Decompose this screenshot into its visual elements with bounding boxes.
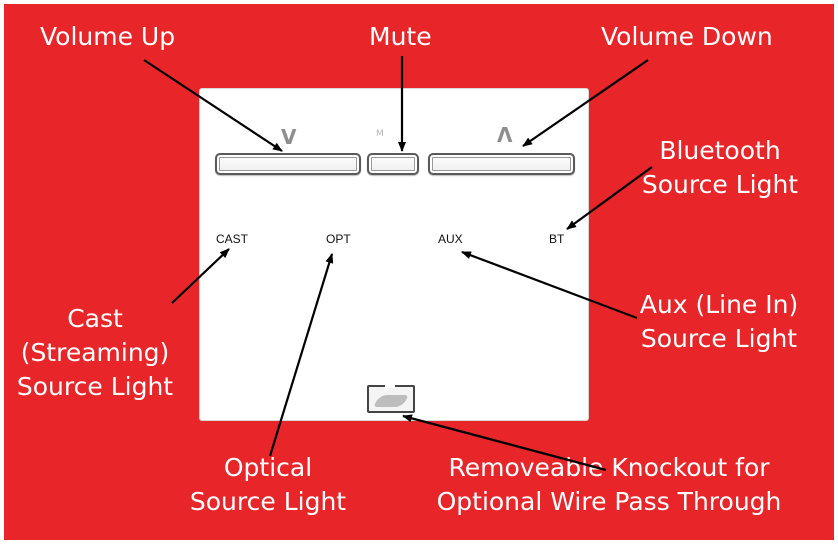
callout-mute: Mute	[369, 22, 432, 51]
bluetooth-source-light: BT	[549, 232, 565, 246]
arrow-bluetooth	[566, 166, 653, 230]
callout-cast: Cast (Streaming) Source Light	[16, 304, 174, 401]
callout-knockout: Removeable Knockout for Optional Wire Pa…	[436, 453, 782, 516]
volume-down-button[interactable]	[428, 153, 575, 175]
volume-down-chevron-icon: Λ	[497, 123, 513, 147]
mute-glyph: M	[376, 129, 384, 139]
cast-source-light: CAST	[216, 232, 249, 246]
volume-up-button[interactable]	[215, 153, 361, 175]
callout-optical: Optical Source Light	[189, 453, 347, 516]
callout-volume-down: Volume Down	[601, 22, 773, 51]
callout-volume-up: Volume Up	[40, 22, 176, 51]
arrow-optical	[268, 253, 334, 457]
arrow-volume-up	[143, 59, 283, 152]
mute-button[interactable]	[367, 153, 419, 175]
knockout-notch	[385, 384, 395, 388]
optical-source-light: OPT	[326, 232, 351, 246]
wire-knockout	[367, 384, 415, 413]
arrow-volume-down	[522, 59, 649, 147]
arrow-cast	[171, 248, 230, 304]
callout-bluetooth: Bluetooth Source Light	[641, 136, 799, 199]
arrow-knockout	[402, 414, 607, 472]
aux-source-light: AUX	[438, 232, 463, 246]
arrow-aux	[461, 250, 638, 320]
callout-aux: Aux (Line In) Source Light	[639, 290, 799, 353]
volume-up-chevron-icon: V	[281, 125, 297, 149]
